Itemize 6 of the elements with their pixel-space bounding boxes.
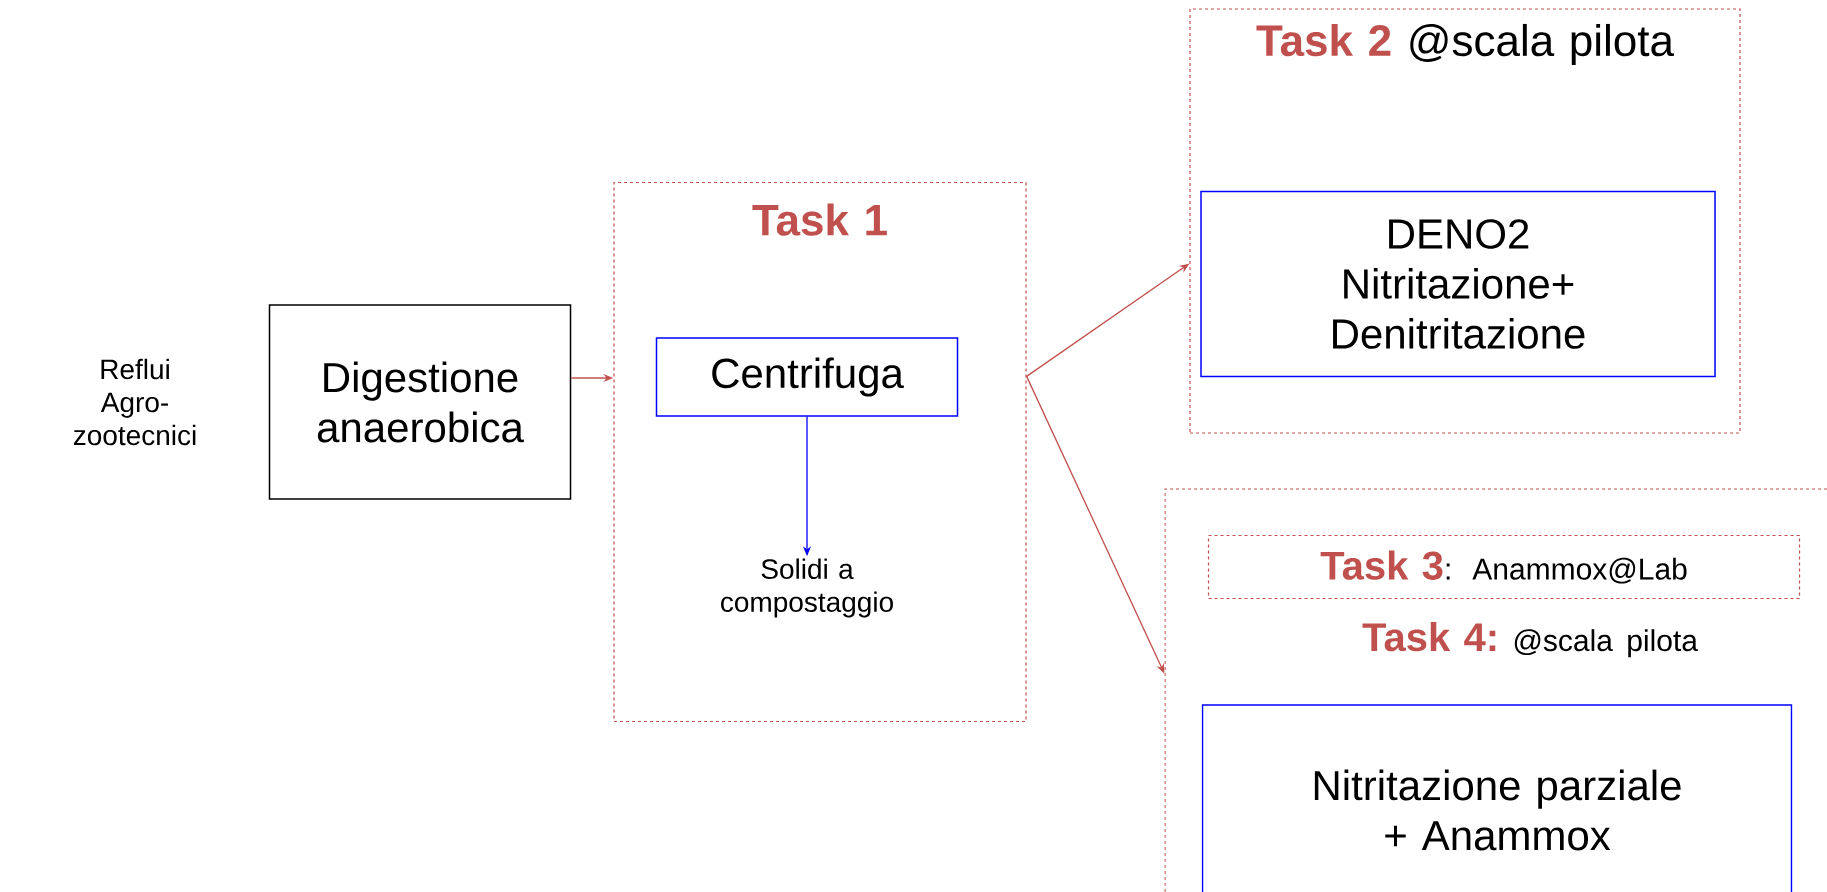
process-box: Digestione anaerobica <box>268 304 572 500</box>
output-text: Solidi a compostaggio <box>721 558 893 618</box>
source-text: Reflui Agro-zootecnici <box>73 358 196 446</box>
process-box: Nitritazione parziale + Anammox <box>1201 704 1793 892</box>
process-box: DENO2 Nitritazione+ Denitritazione <box>1200 190 1716 378</box>
process-box: Centrifuga <box>655 337 959 417</box>
